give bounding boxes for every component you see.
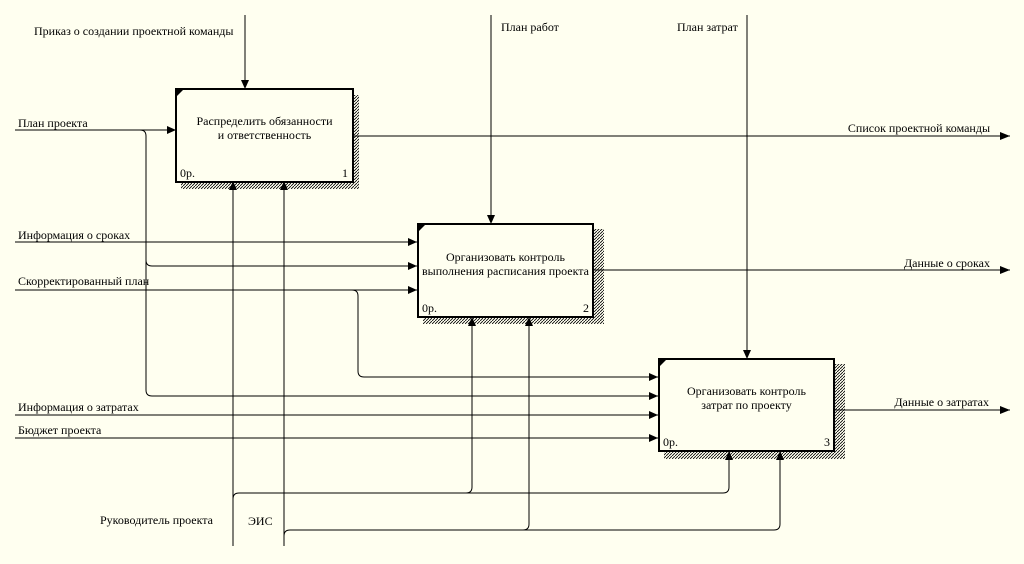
label-info-sroki: Информация о сроках xyxy=(18,228,130,242)
activity-box-2-title-line1: Организовать контроль xyxy=(446,250,566,264)
activity-box-1-corner xyxy=(176,89,184,97)
arrowhead-plan-rabot xyxy=(487,215,495,224)
arrow-eis-branch-3 xyxy=(523,452,781,531)
activity-box-2-corner xyxy=(418,224,426,232)
arrowhead-prikaz xyxy=(241,80,249,89)
activity-box-1-number: 1 xyxy=(342,166,348,180)
label-rukovoditel: Руководитель проекта xyxy=(100,513,214,527)
label-eis: ЭИС xyxy=(248,514,273,528)
arrowhead-skorr-plan-branch xyxy=(649,373,658,381)
arrowhead-info-sroki xyxy=(408,238,417,246)
arrow-skorr-plan-branch xyxy=(351,289,658,378)
activity-box-1-title-line1: Распределить обязанности xyxy=(196,114,333,128)
label-spisok: Список проектной команды xyxy=(848,121,990,135)
label-prikaz: Приказ о создании проектной команды xyxy=(34,24,233,38)
arrow-rukovoditel-branch-2 xyxy=(232,318,473,500)
arrow-labels: Приказ о создании проектной команды План… xyxy=(18,20,990,528)
label-dannye-zatraty: Данные о затратах xyxy=(894,395,989,409)
activity-box-3-title-line2: затрат по проекту xyxy=(701,398,791,412)
arrowhead-plan-proekta-branch-3 xyxy=(649,392,658,400)
activity-box-3-title-line1: Организовать контроль xyxy=(687,384,807,398)
arrowhead-eis-branch-3 xyxy=(776,451,784,460)
label-dannye-sroki: Данные о сроках xyxy=(904,256,990,270)
arrowhead-plan-proekta-branch-2 xyxy=(408,262,417,270)
label-skorr-plan: Скорректированный план xyxy=(18,274,150,288)
label-plan-rabot: План работ xyxy=(501,20,560,34)
label-info-zatraty: Информация о затратах xyxy=(18,400,139,414)
label-budget: Бюджет проекта xyxy=(18,423,102,437)
label-plan-zatrat: План затрат xyxy=(677,20,739,34)
activity-box-1-title-line2: и ответственность xyxy=(218,128,312,142)
arrowhead-eis xyxy=(280,181,288,190)
arrow-plan-proekta-branch-3 xyxy=(145,260,658,397)
arrowhead-budget xyxy=(649,434,658,442)
activity-box-2[interactable]: Организовать контроль выполнения расписа… xyxy=(417,223,594,318)
arrows xyxy=(15,15,1010,546)
arrowhead-plan-zatrat xyxy=(743,350,751,359)
arrowhead-rukovoditel-branch-2 xyxy=(468,317,476,326)
activity-box-2-title-line2: выполнения расписания проекта xyxy=(422,264,590,278)
arrowhead-spisok xyxy=(1000,132,1010,140)
arrowhead-skorr-plan xyxy=(408,286,417,294)
arrowhead-info-zatraty xyxy=(649,411,658,419)
arrow-eis-branch-2 xyxy=(283,318,530,537)
label-plan-proekta: План проекта xyxy=(18,116,88,130)
activity-box-3[interactable]: Организовать контроль затрат по проекту … xyxy=(658,358,835,452)
arrowhead-rukovoditel xyxy=(229,181,237,190)
activity-box-1-cost: 0р. xyxy=(180,166,195,180)
activity-box-2-cost: 0р. xyxy=(422,301,437,315)
activity-box-3-frame[interactable] xyxy=(658,358,835,452)
arrowhead-dannye-zatraty xyxy=(1000,406,1010,414)
arrowhead-plan-proekta xyxy=(167,126,176,134)
arrowhead-rukovoditel-branch-3 xyxy=(725,451,733,460)
activity-box-1-frame[interactable] xyxy=(175,88,354,183)
arrowhead-dannye-sroki xyxy=(1000,266,1010,274)
activity-box-1[interactable]: Распределить обязанности и ответственнос… xyxy=(175,88,354,183)
activity-box-3-corner xyxy=(659,359,667,367)
activity-box-2-number: 2 xyxy=(583,301,589,315)
activity-box-3-number: 3 xyxy=(824,435,830,449)
arrowhead-eis-branch-2 xyxy=(525,317,533,326)
activity-box-2-frame[interactable] xyxy=(417,223,594,318)
activity-box-3-cost: 0р. xyxy=(663,435,678,449)
arrow-rukovoditel-branch-3 xyxy=(466,452,730,494)
